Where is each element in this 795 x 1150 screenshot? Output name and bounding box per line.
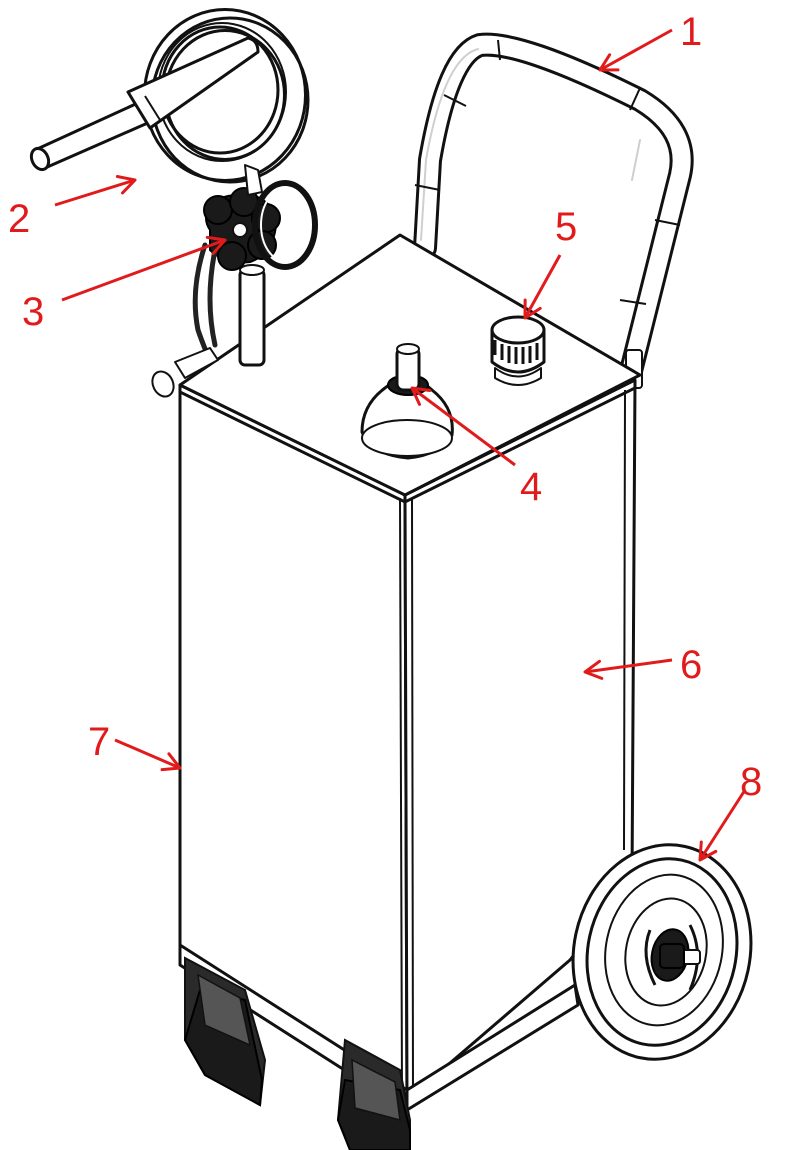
callout-arrow-line	[599, 28, 673, 72]
callout-wheel: 8	[698, 760, 762, 862]
callout-front-foot: 7	[88, 720, 182, 772]
callout-arrow-head	[410, 386, 432, 406]
fill-cap	[490, 315, 546, 386]
callout-number: 4	[520, 465, 542, 509]
callout-arrow-line	[523, 254, 562, 319]
callout-tank-body: 6	[583, 643, 702, 687]
callout-number: 8	[740, 760, 762, 804]
callout-fill-cap: 5	[523, 205, 577, 320]
hose-coil	[29, 8, 310, 196]
callout-number: 5	[555, 205, 577, 249]
wheel	[571, 843, 753, 1061]
callout-number: 6	[680, 643, 702, 687]
callout-arrow-head	[583, 659, 604, 680]
front-foot-right	[336, 1038, 411, 1150]
callout-arrow-head	[698, 840, 718, 862]
callout-number: 1	[680, 10, 702, 54]
callout-arrow-head	[205, 235, 227, 256]
callout-arrow-line	[114, 738, 181, 770]
callout-number: 7	[88, 720, 110, 764]
callout-center-fitting: 4	[410, 386, 542, 509]
front-foot-left	[183, 956, 267, 1107]
callout-hose-coil: 2	[8, 174, 137, 241]
callout-hand-pump: 3	[22, 235, 227, 334]
hand-pump	[151, 180, 318, 398]
callout-arrow-head	[523, 298, 542, 320]
callout-arrow-line	[411, 386, 516, 467]
callout-number: 2	[8, 197, 30, 241]
callout-arrow-line	[61, 238, 226, 302]
callout-number: 3	[22, 290, 44, 334]
callout-arrow-head	[598, 53, 620, 72]
callout-arrow-line	[584, 658, 673, 674]
callout-arrow-head	[160, 752, 182, 772]
callout-arrow-line	[698, 789, 747, 861]
center-fitting	[360, 343, 454, 460]
callout-handle: 1	[598, 10, 702, 72]
callout-arrow-head	[115, 174, 137, 195]
callouts: 1 2 3 4 5 6 7 8	[8, 10, 762, 862]
callout-arrow-line	[54, 178, 136, 207]
